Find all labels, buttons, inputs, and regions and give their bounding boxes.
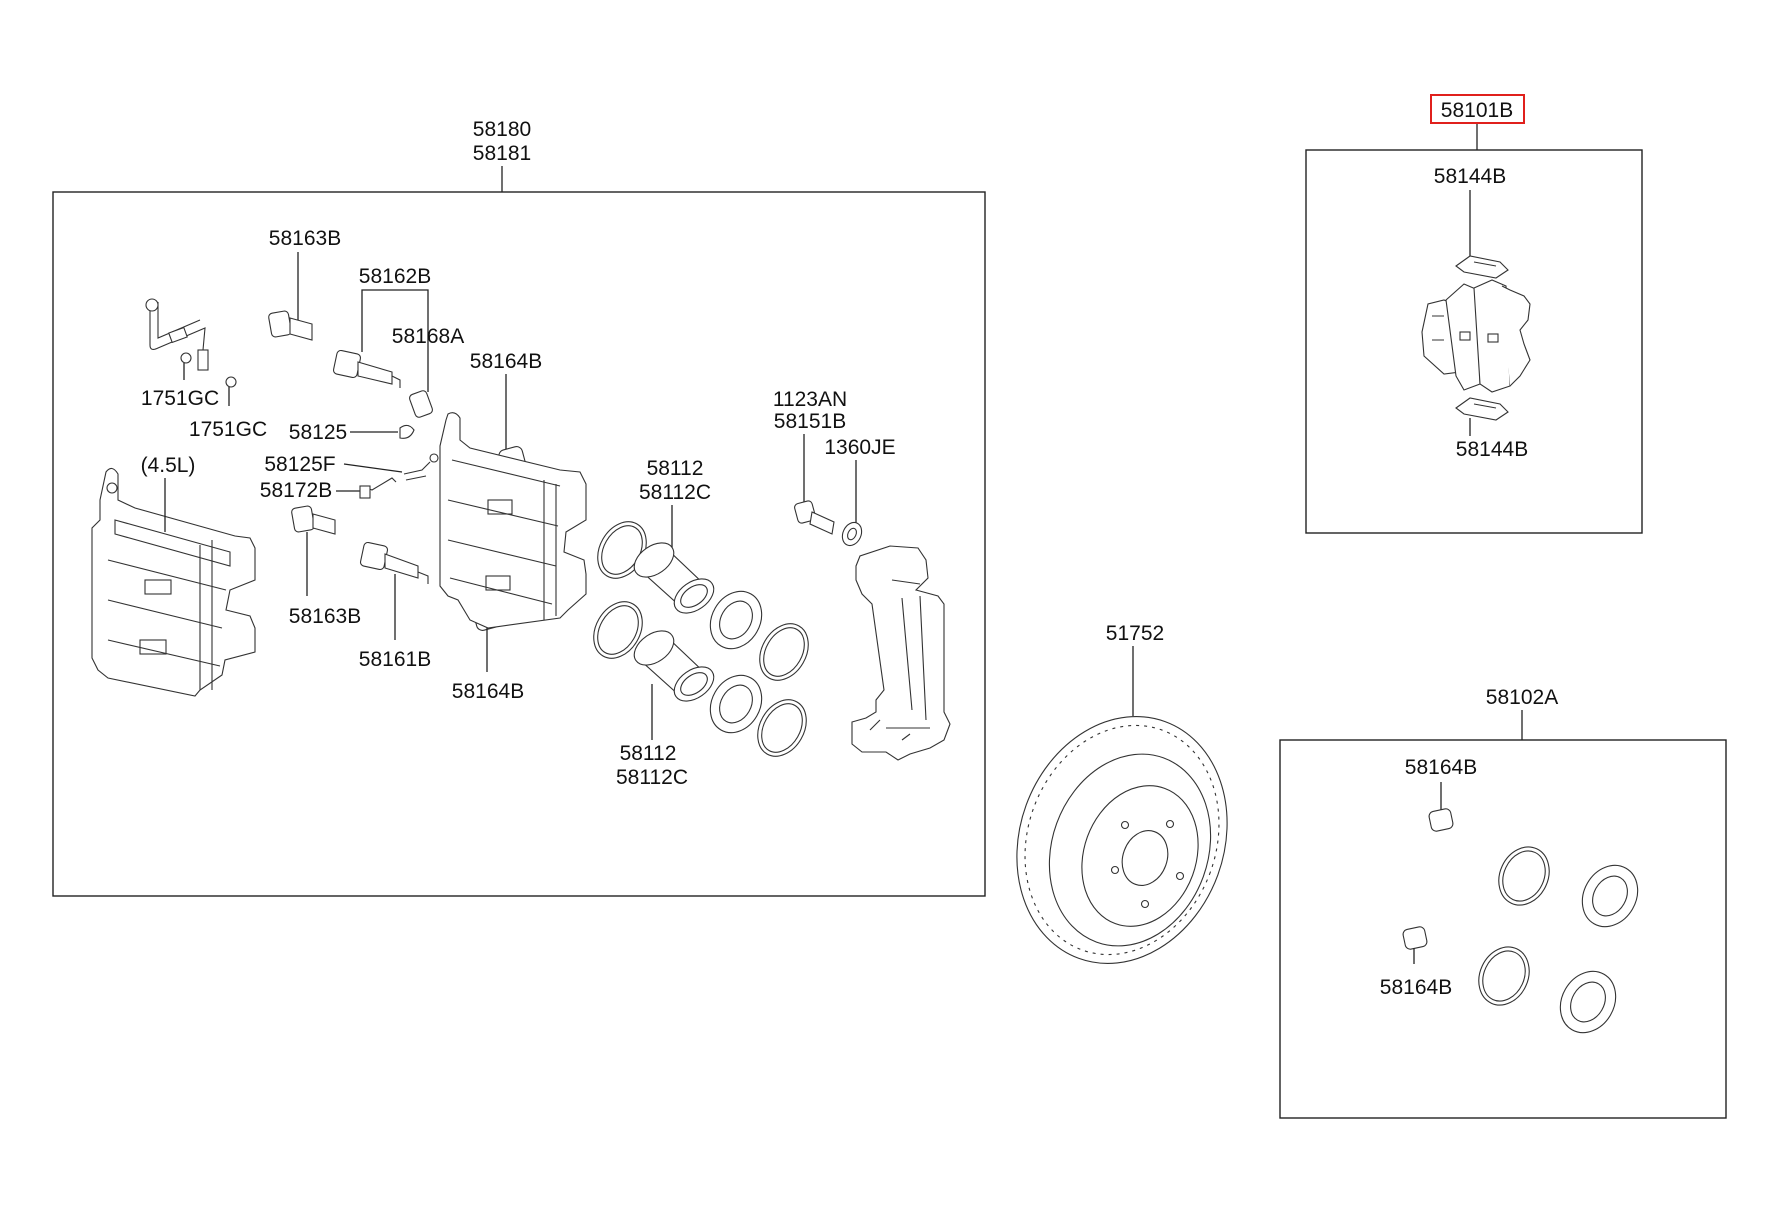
bracket-58125f-icon	[403, 453, 439, 481]
seal-ring-lower-right-icon	[757, 699, 807, 757]
pad-note-label: (4.5L)	[141, 454, 196, 477]
leader-line	[343, 463, 403, 473]
wear-sensor-icon	[359, 477, 397, 499]
part-label-58168a[interactable]: 58168A	[392, 325, 464, 348]
kit-dust-boot-bottom-icon	[1559, 970, 1617, 1034]
pad-clip-top-icon	[1455, 255, 1509, 279]
hose-clip-b-icon	[225, 376, 237, 388]
dust-boot-lower-icon	[709, 674, 763, 734]
part-label-58144b-bottom[interactable]: 58144B	[1456, 438, 1528, 461]
part-label-58151b[interactable]: 58151B	[774, 410, 846, 433]
seal-kit-label[interactable]: 58102A	[1486, 686, 1558, 709]
kit-seal-ring-bottom-icon	[1478, 946, 1530, 1006]
kit-bushing-bottom-icon	[1402, 926, 1428, 950]
kit-bushing-top-icon	[1428, 808, 1454, 832]
part-label-58112c-upper[interactable]: 58112C	[639, 481, 711, 504]
part-label-58125[interactable]: 58125	[289, 421, 347, 444]
seal-ring-lower-left-icon	[593, 601, 643, 659]
assembly-label-58180[interactable]: 58180	[473, 118, 531, 141]
part-label-58164b-kit-top[interactable]: 58164B	[1405, 756, 1477, 779]
piston-lower-icon	[633, 630, 715, 702]
guide-rod-top-icon	[332, 349, 433, 418]
hose-clip-a-icon	[180, 352, 192, 364]
part-label-58163b-lower[interactable]: 58163B	[289, 605, 361, 628]
caliper-housing-left	[91, 467, 256, 697]
pad-kit-frame	[1305, 149, 1643, 534]
kit-dust-boot-top-icon	[1581, 864, 1639, 928]
part-label-58164b-kit-bottom[interactable]: 58164B	[1380, 976, 1452, 999]
part-label-58144b-top[interactable]: 58144B	[1434, 165, 1506, 188]
washer-icon	[841, 521, 863, 547]
pad-kit-label[interactable]: 58101B	[1441, 99, 1513, 122]
caliper-body	[439, 412, 587, 629]
part-label-1360je[interactable]: 1360JE	[824, 436, 895, 459]
kit-seal-ring-top-icon	[1498, 846, 1550, 906]
brake-pad-pair-icon	[1421, 279, 1531, 393]
pad-clip-bottom-icon	[1455, 397, 1509, 421]
part-label-58125f[interactable]: 58125F	[264, 453, 335, 476]
part-label-1751gc-a[interactable]: 1751GC	[141, 387, 219, 410]
part-label-58161b[interactable]: 58161B	[359, 648, 431, 671]
seal-ring-upper-right-icon	[759, 623, 809, 681]
bolt-lower-icon	[291, 505, 336, 535]
part-label-58112c-lower[interactable]: 58112C	[616, 766, 688, 789]
piston-upper-icon	[633, 542, 715, 614]
guide-rod-lower-icon	[359, 541, 429, 584]
part-label-58112-lower[interactable]: 58112	[620, 742, 677, 765]
clip-58125-icon	[399, 424, 415, 439]
part-label-1123an[interactable]: 1123AN	[773, 388, 847, 411]
bolt-top-icon	[268, 310, 313, 341]
highlight-box	[1430, 94, 1525, 124]
brake-hose	[145, 298, 209, 371]
part-label-58112-upper[interactable]: 58112	[647, 457, 704, 480]
mounting-bolt-icon	[794, 500, 835, 535]
part-label-58164b-lower[interactable]: 58164B	[452, 680, 524, 703]
dust-boot-upper-icon	[709, 590, 763, 650]
part-label-58162b[interactable]: 58162B	[359, 265, 431, 288]
brake-disc-icon	[1016, 716, 1228, 964]
mounting-bracket	[851, 545, 951, 761]
seal-kit-frame	[1279, 739, 1727, 1119]
caliper-assembly-frame	[52, 191, 986, 897]
part-label-58163b-top[interactable]: 58163B	[269, 227, 341, 250]
part-label-1751gc-b[interactable]: 1751GC	[189, 418, 267, 441]
part-label-58164b-top[interactable]: 58164B	[470, 350, 542, 373]
leader-bracket	[361, 289, 429, 305]
part-label-51752[interactable]: 51752	[1106, 622, 1164, 645]
assembly-label-58181[interactable]: 58181	[473, 142, 531, 165]
part-label-58172b[interactable]: 58172B	[260, 479, 332, 502]
